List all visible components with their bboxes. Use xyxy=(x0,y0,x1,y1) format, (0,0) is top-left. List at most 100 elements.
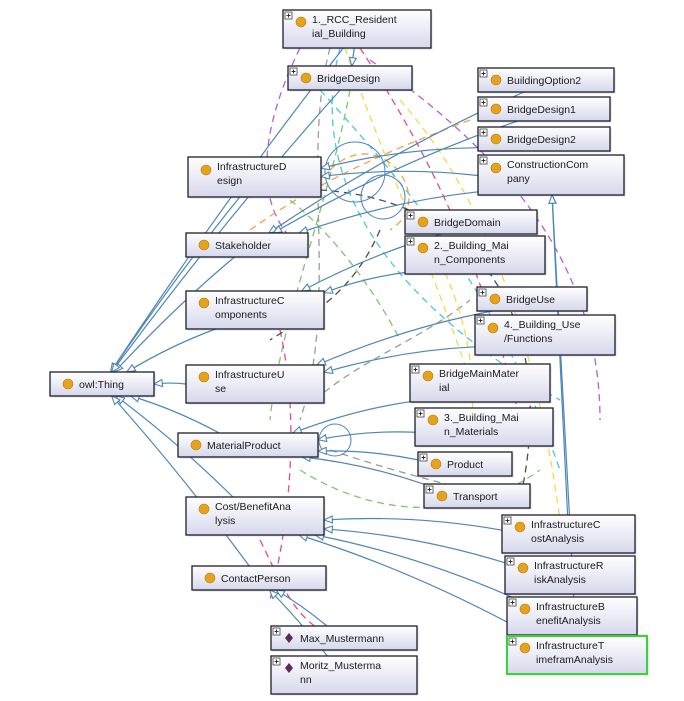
class-circle-icon xyxy=(490,133,502,145)
node-label: Stakeholder xyxy=(215,240,272,252)
subclass-arrowhead xyxy=(268,588,279,600)
node-label: InfrastructureD xyxy=(217,161,287,173)
node-label: InfrastructureR xyxy=(534,560,604,572)
node-contact-person[interactable]: ContactPerson xyxy=(191,565,328,592)
node-box[interactable] xyxy=(185,364,325,404)
class-circle-icon xyxy=(487,322,499,334)
node-label: InfrastructureC xyxy=(531,519,601,531)
subclass-edge xyxy=(292,401,411,434)
property-edge xyxy=(344,47,471,381)
class-circle-icon xyxy=(417,242,429,254)
node-label: ial_Building xyxy=(312,28,366,40)
class-circle-icon xyxy=(198,503,210,515)
subclass-arrowhead xyxy=(125,363,137,373)
subclass-edge xyxy=(301,456,425,485)
node-box[interactable] xyxy=(504,555,636,595)
node-bridge-design1[interactable]: BridgeDesign1 xyxy=(477,96,612,123)
node-owl-thing[interactable]: owl:Thing xyxy=(49,371,156,398)
node-label: ContactPerson xyxy=(221,573,291,585)
node-box[interactable] xyxy=(506,635,648,675)
property-edge xyxy=(259,539,321,631)
subclass-edge xyxy=(115,395,234,498)
node-building-use[interactable]: 4._Building_Use/Functions xyxy=(474,314,617,357)
node-label: BridgeMainMater xyxy=(439,368,519,380)
node-bridge-design[interactable]: BridgeDesign xyxy=(287,65,414,92)
node-label: Transport xyxy=(453,491,498,503)
subclass-edge xyxy=(316,310,494,366)
class-circle-icon xyxy=(198,297,210,309)
node-box[interactable] xyxy=(474,314,616,356)
node-label: nn xyxy=(300,674,312,686)
class-circle-icon xyxy=(436,490,448,502)
property-edge xyxy=(314,299,471,401)
subclass-arrowhead xyxy=(348,56,358,68)
property-edge xyxy=(329,153,410,231)
node-transport[interactable]: Transport xyxy=(423,483,532,510)
node-max[interactable]: Max_Mustermann xyxy=(270,625,419,652)
node-label: Cost/BenefitAna xyxy=(215,501,291,513)
node-label: /Functions xyxy=(504,333,552,345)
node-bridge-use[interactable]: BridgeUse xyxy=(476,286,589,313)
node-label: Product xyxy=(447,459,483,471)
node-box[interactable] xyxy=(282,9,432,49)
node-box[interactable] xyxy=(187,156,322,198)
node-label: 3._Building_Mai xyxy=(444,412,519,424)
node-stakeholder[interactable]: Stakeholder xyxy=(185,232,310,259)
node-building-main-components[interactable]: 2._Building_Main_Components xyxy=(404,235,547,276)
node-material-product[interactable]: MaterialProduct xyxy=(177,432,320,459)
node-label: ConstructionCom xyxy=(507,159,588,171)
node-label: 4._Building_Use xyxy=(504,319,581,331)
node-label: Moritz_Musterma xyxy=(300,660,381,672)
subclass-arrowhead xyxy=(300,283,312,292)
class-circle-icon xyxy=(295,16,307,28)
node-box[interactable] xyxy=(404,235,546,275)
node-label: BridgeDesign1 xyxy=(507,104,576,116)
node-infra-risk[interactable]: InfrastructureR iskAnalysis xyxy=(504,555,637,596)
node-box[interactable] xyxy=(185,496,325,536)
node-bridge-domain[interactable]: BridgeDomain xyxy=(404,209,539,236)
node-box[interactable] xyxy=(409,363,551,403)
node-label: omponents xyxy=(215,309,267,321)
property-edge xyxy=(269,229,381,341)
node-label: InfrastructureB xyxy=(536,601,605,613)
node-box[interactable] xyxy=(177,432,319,458)
node-label: BuildingOption2 xyxy=(507,75,581,87)
node-building-option2[interactable]: BuildingOption2 xyxy=(477,67,616,94)
subclass-edge xyxy=(323,271,406,294)
node-box[interactable] xyxy=(270,625,418,651)
subclass-arrowhead xyxy=(316,446,327,456)
node-box[interactable] xyxy=(270,655,418,695)
node-product[interactable]: Product xyxy=(417,451,514,478)
node-box[interactable] xyxy=(414,407,554,447)
node-label: BridgeDomain xyxy=(434,217,501,229)
subclass-edge xyxy=(298,191,479,234)
node-building-main-materials[interactable]: 3._Building_Main_Materials xyxy=(414,407,555,448)
node-box[interactable] xyxy=(506,596,638,636)
node-box[interactable] xyxy=(477,154,625,196)
node-bridge-design2[interactable]: BridgeDesign2 xyxy=(477,126,612,153)
node-infra-cost[interactable]: InfrastructureC ostAnalysis xyxy=(501,514,637,555)
node-moritz[interactable]: Moritz_Mustermann xyxy=(270,655,419,696)
subclass-arrowhead xyxy=(291,425,303,434)
subclass-arrowhead xyxy=(110,394,121,406)
subclass-arrowhead xyxy=(322,365,334,375)
subclass-edge xyxy=(323,517,503,531)
node-box[interactable] xyxy=(185,290,325,330)
node-box[interactable] xyxy=(501,514,636,554)
subclass-edge xyxy=(111,395,250,567)
node-label: ostAnalysis xyxy=(531,533,584,545)
class-circle-icon xyxy=(490,74,502,86)
node-label: iskAnalysis xyxy=(534,574,586,586)
class-circle-icon xyxy=(200,164,212,176)
node-label: InfrastructureU xyxy=(215,369,284,381)
